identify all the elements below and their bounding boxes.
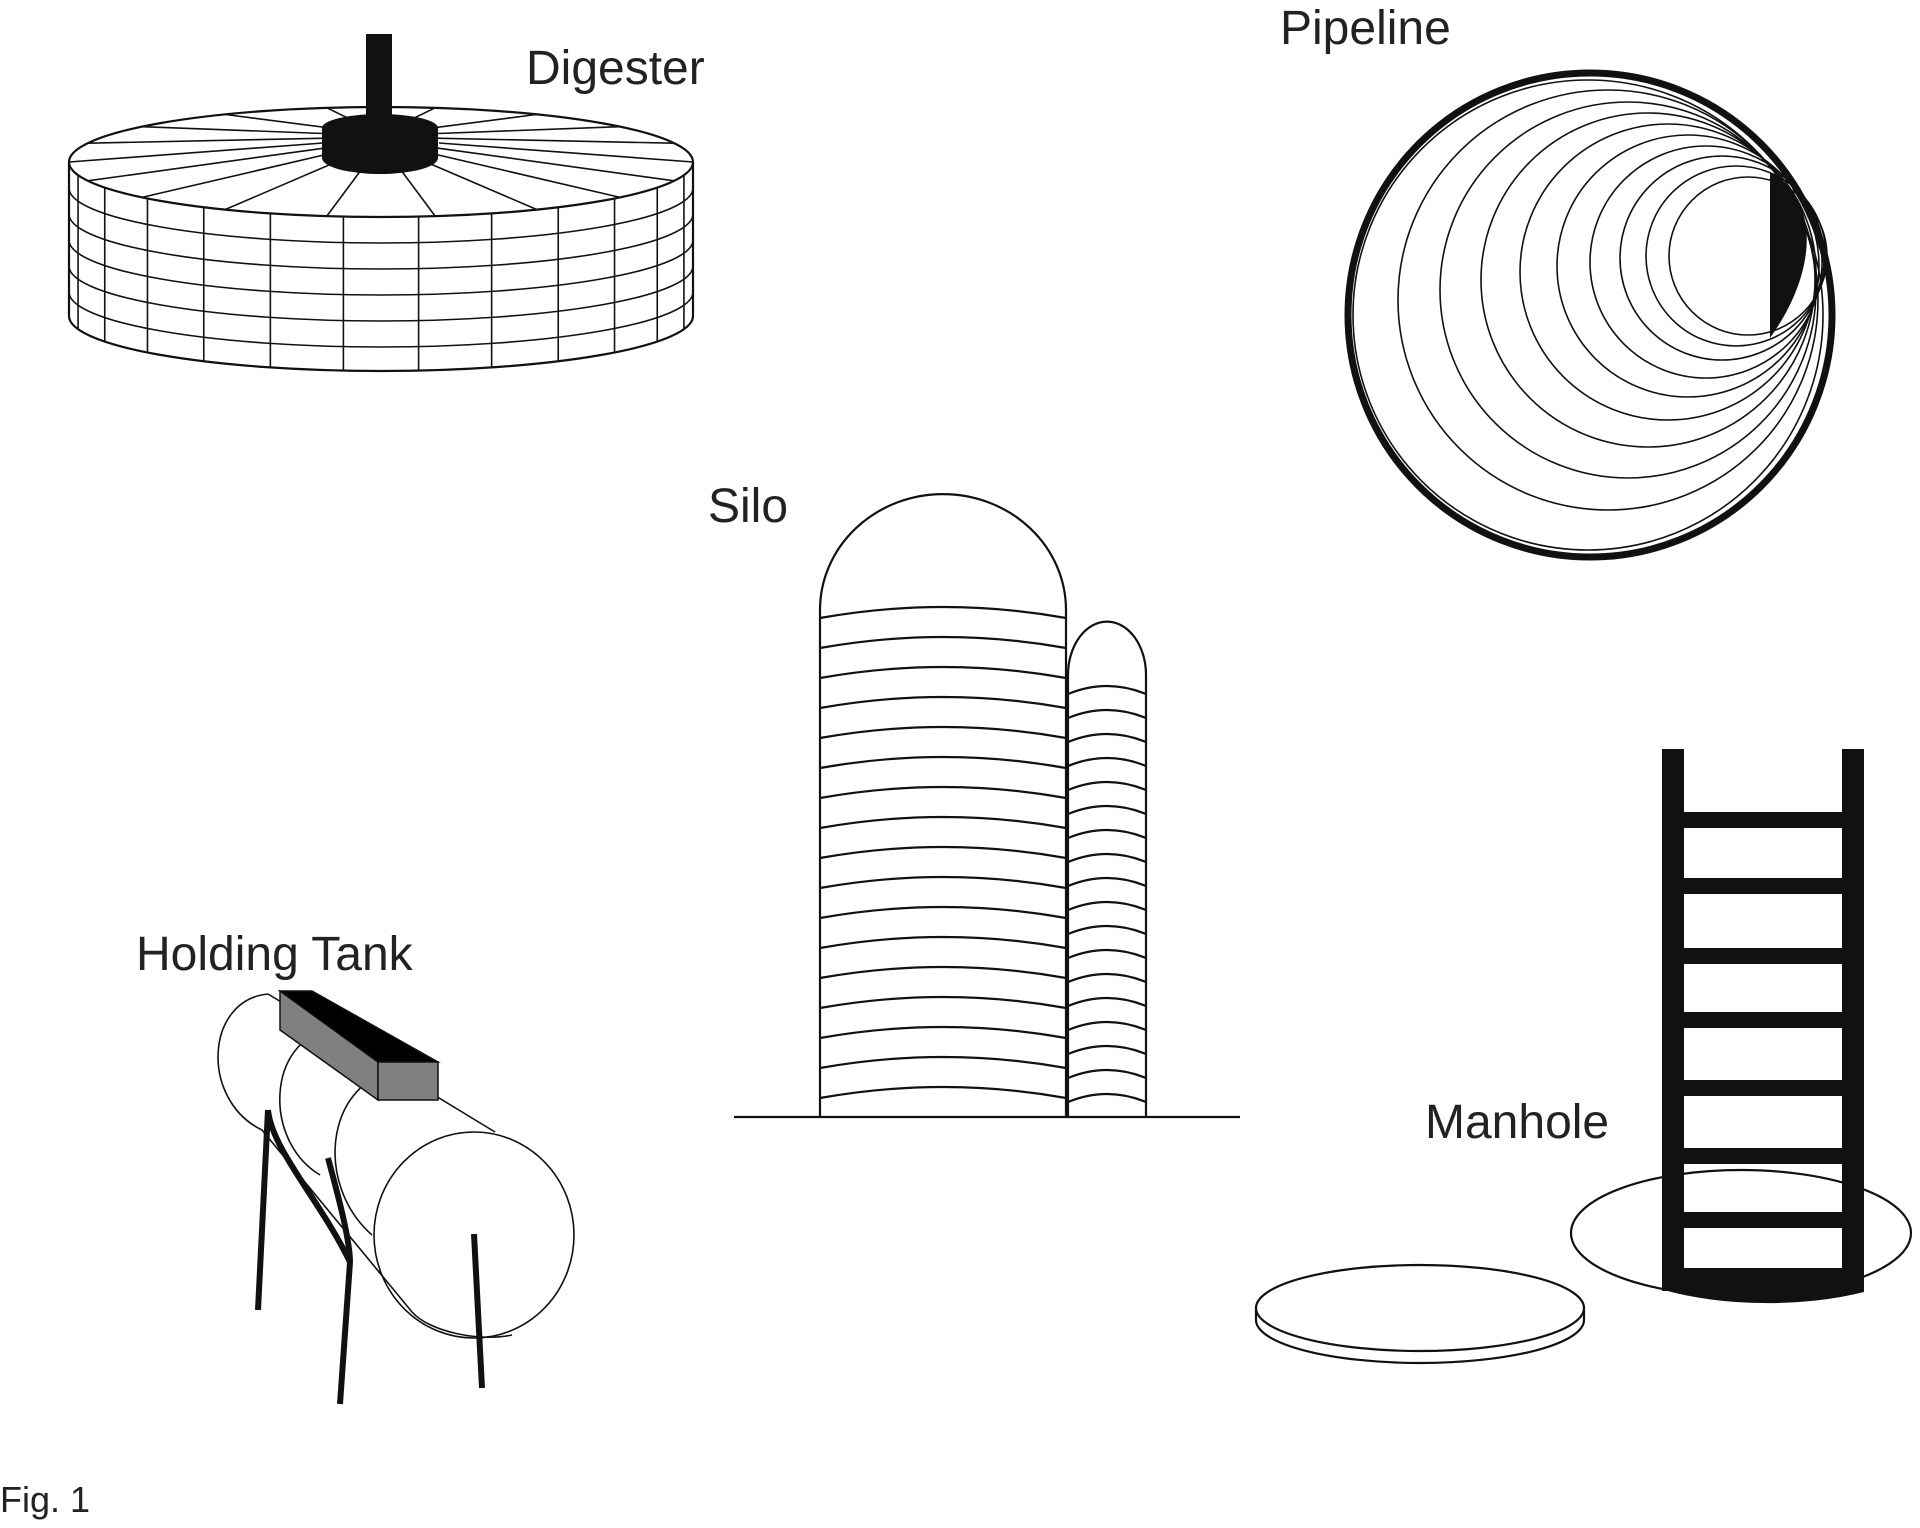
holding-tank-illustration [217, 989, 575, 1405]
figure-caption: Fig. 1 [0, 1479, 90, 1520]
pipeline-illustration [1344, 69, 1836, 561]
digester-illustration [67, 34, 695, 373]
holding-tank-label: Holding Tank [136, 928, 414, 981]
manhole-illustration [1254, 749, 1913, 1365]
pipeline-label: Pipeline [1280, 2, 1451, 55]
silo-illustration [734, 492, 1240, 1119]
manhole-label: Manhole [1425, 1096, 1609, 1149]
silo-label: Silo [708, 480, 788, 533]
digester-label: Digester [526, 42, 705, 95]
